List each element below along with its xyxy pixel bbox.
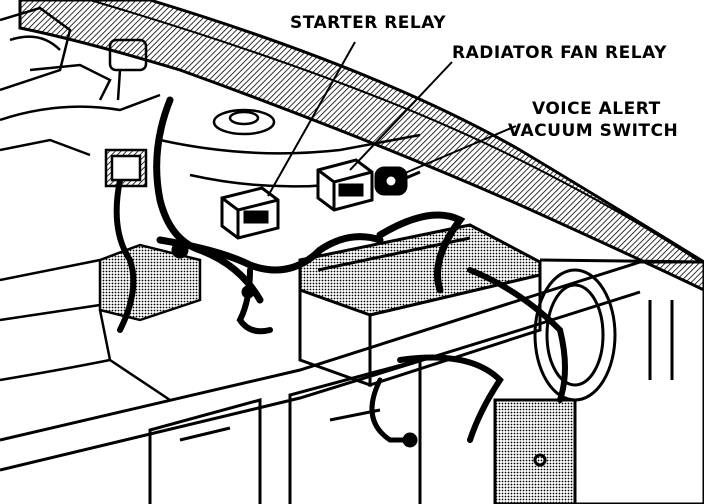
radiator-fan-relay-label: RADIATOR FAN RELAY xyxy=(452,43,667,63)
leader-lines xyxy=(267,41,517,197)
voice-alert-label-line2: VACUUM SWITCH xyxy=(508,121,679,141)
starter-relay-label: STARTER RELAY xyxy=(290,13,447,33)
voice-alert-label-line1: VOICE ALERT xyxy=(532,99,661,119)
left-connector xyxy=(104,148,148,188)
vacuum-switch-leader xyxy=(397,125,517,177)
radiator-fan-relay-leader xyxy=(349,61,453,171)
firewall-area xyxy=(0,6,161,157)
starter-relay xyxy=(220,186,280,240)
starter-relay-leader xyxy=(267,41,356,197)
left-fender-wall xyxy=(0,243,202,402)
radiator-fan-relay xyxy=(316,158,374,212)
right-wheelwell xyxy=(493,258,704,504)
vacuum-switch xyxy=(374,166,421,196)
wiring-harness xyxy=(113,96,568,448)
